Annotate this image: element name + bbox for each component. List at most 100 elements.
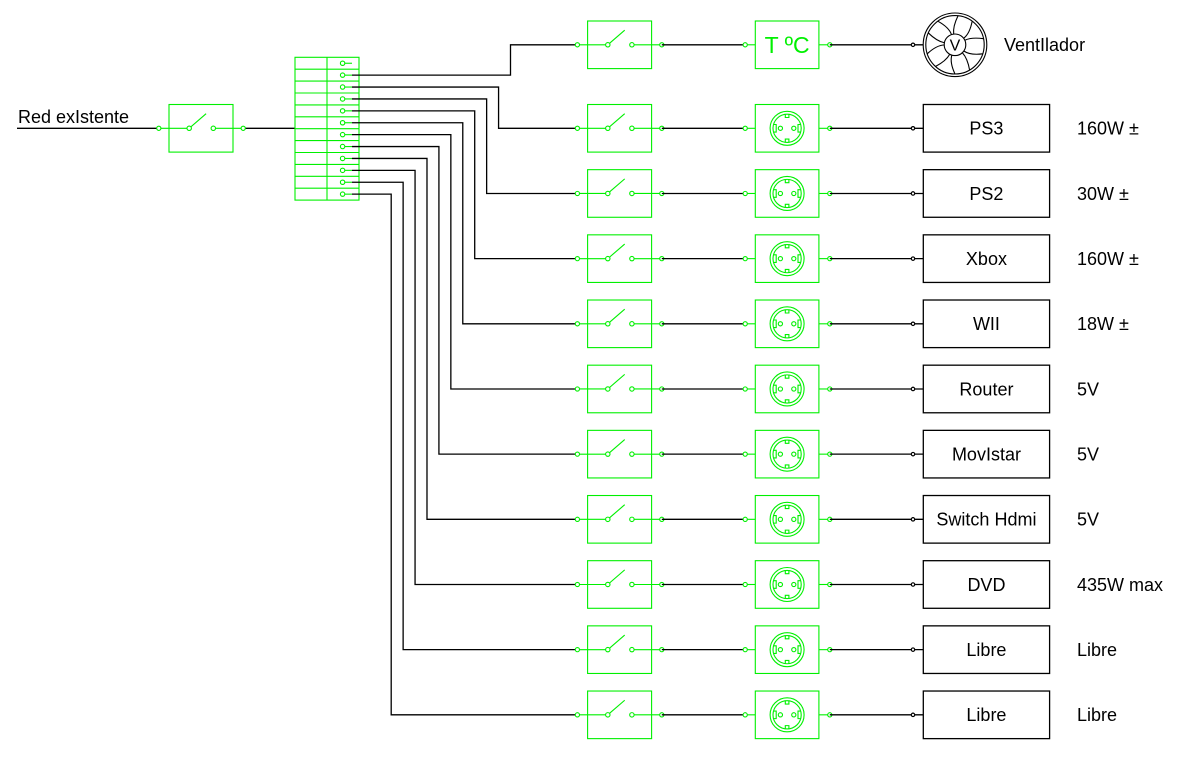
terminal-point <box>339 108 346 114</box>
socket-earth-clip-left <box>773 319 777 329</box>
socket-inner-circle <box>772 635 802 665</box>
connection-dot <box>910 42 916 48</box>
device-label-box <box>922 234 1051 284</box>
switch-fixed-contact <box>629 42 635 48</box>
device-label: Libre <box>966 640 1006 660</box>
device-label: VentIlador <box>1004 35 1085 55</box>
switch-symbol <box>574 560 665 609</box>
switch-symbol <box>574 625 665 675</box>
switch-pivot-contact <box>605 321 611 327</box>
socket-earth-clip-left <box>773 580 777 589</box>
rating-label: 5V <box>1077 510 1099 530</box>
switch-terminal-left <box>156 125 162 131</box>
device-label: Libre <box>966 705 1006 725</box>
terminal-point <box>339 179 346 186</box>
switch-symbol <box>574 494 665 544</box>
socket-earth-clip-right <box>797 189 801 198</box>
fan-blade-edge <box>927 32 945 44</box>
socket-symbol <box>742 494 833 544</box>
switch-blade <box>607 373 626 390</box>
switch-symbol <box>574 299 665 349</box>
socket-earth-clip-left <box>773 123 777 133</box>
socket-symbol <box>742 690 833 740</box>
socket-pin-hole-right <box>791 581 797 588</box>
main-switch-symbol <box>156 103 246 153</box>
socket-symbol <box>742 299 833 349</box>
socket-earth-clip-right <box>797 449 801 459</box>
rating-label: 435W max <box>1077 575 1163 595</box>
rating-label: 5V <box>1077 445 1099 465</box>
socket-earth-clip-left <box>773 645 777 655</box>
socket-terminal-left <box>742 647 748 653</box>
device-label-box <box>922 364 1051 414</box>
socket-notch-top <box>784 179 790 184</box>
switch-fixed-contact <box>629 321 635 327</box>
branch-wire <box>352 193 578 716</box>
socket-notch-bottom <box>784 399 790 404</box>
socket-inner-circle <box>772 178 802 209</box>
socket-symbol <box>742 234 833 283</box>
switch-pivot-contact <box>605 516 611 523</box>
socket-earth-clip-left <box>773 710 777 720</box>
socket-pin-hole-right <box>791 125 797 131</box>
socket-outer-circle <box>769 697 805 733</box>
fan-rim-outer <box>922 12 988 78</box>
switch-terminal-left <box>574 255 581 262</box>
device-label: PS2 <box>969 184 1003 204</box>
switch-pivot-contact <box>605 451 611 457</box>
switch-terminal-left <box>574 516 581 522</box>
switch-blade <box>188 113 207 129</box>
branch-wire <box>352 44 578 76</box>
switch-fixed-contact <box>629 516 635 523</box>
socket-outer-circle <box>769 110 805 146</box>
device-label: Router <box>959 379 1013 399</box>
device-label: DVD <box>967 575 1005 595</box>
rating-label: 160W ± <box>1077 249 1139 269</box>
switch-pivot-contact <box>605 646 611 653</box>
socket-terminal-left <box>742 712 748 718</box>
thermostat-symbol: T ºC <box>742 20 833 70</box>
switch-terminal-right <box>240 125 246 131</box>
socket-earth-clip-right <box>797 319 801 329</box>
switch-fixed-contact <box>210 125 217 132</box>
rating-label: Libre <box>1077 705 1117 725</box>
socket-outer-circle <box>769 566 805 603</box>
switch-pivot-contact <box>186 125 192 132</box>
socket-pin-hole-right <box>791 712 797 718</box>
switch-blade <box>607 699 626 716</box>
terminal-point <box>339 84 346 90</box>
device-label: Switch Hdmi <box>936 510 1036 530</box>
socket-pin-hole-right <box>791 190 797 197</box>
terminal-point <box>339 60 346 66</box>
socket-symbol <box>742 169 833 218</box>
socket-inner-circle <box>772 504 802 534</box>
socket-earth-clip-right <box>797 710 801 720</box>
connection-dot <box>910 582 916 587</box>
terminal-point <box>339 72 346 78</box>
circuit-row: Switch Hdmi 5V <box>352 157 1099 544</box>
switch-terminal-left <box>574 647 581 653</box>
terminal-point <box>339 143 346 150</box>
device-label-box <box>922 169 1051 218</box>
switch-fixed-contact <box>629 712 635 718</box>
device-label-box <box>922 299 1051 349</box>
socket-notch-bottom <box>784 464 790 469</box>
terminal-block <box>294 56 360 201</box>
socket-inner-circle <box>772 700 802 730</box>
socket-notch-bottom <box>784 725 790 730</box>
terminal-point <box>339 191 346 197</box>
switch-symbol <box>574 234 665 283</box>
circuit-row: DVD 435W max <box>352 169 1163 609</box>
socket-earth-clip-right <box>797 123 801 133</box>
socket-notch-top <box>784 374 790 379</box>
fan-blade-edge <box>961 52 971 71</box>
branch-wire <box>352 86 578 129</box>
switch-fixed-contact <box>629 646 635 653</box>
switch-symbol <box>574 690 665 740</box>
switch-blade <box>607 243 626 260</box>
terminal-point <box>339 131 346 138</box>
